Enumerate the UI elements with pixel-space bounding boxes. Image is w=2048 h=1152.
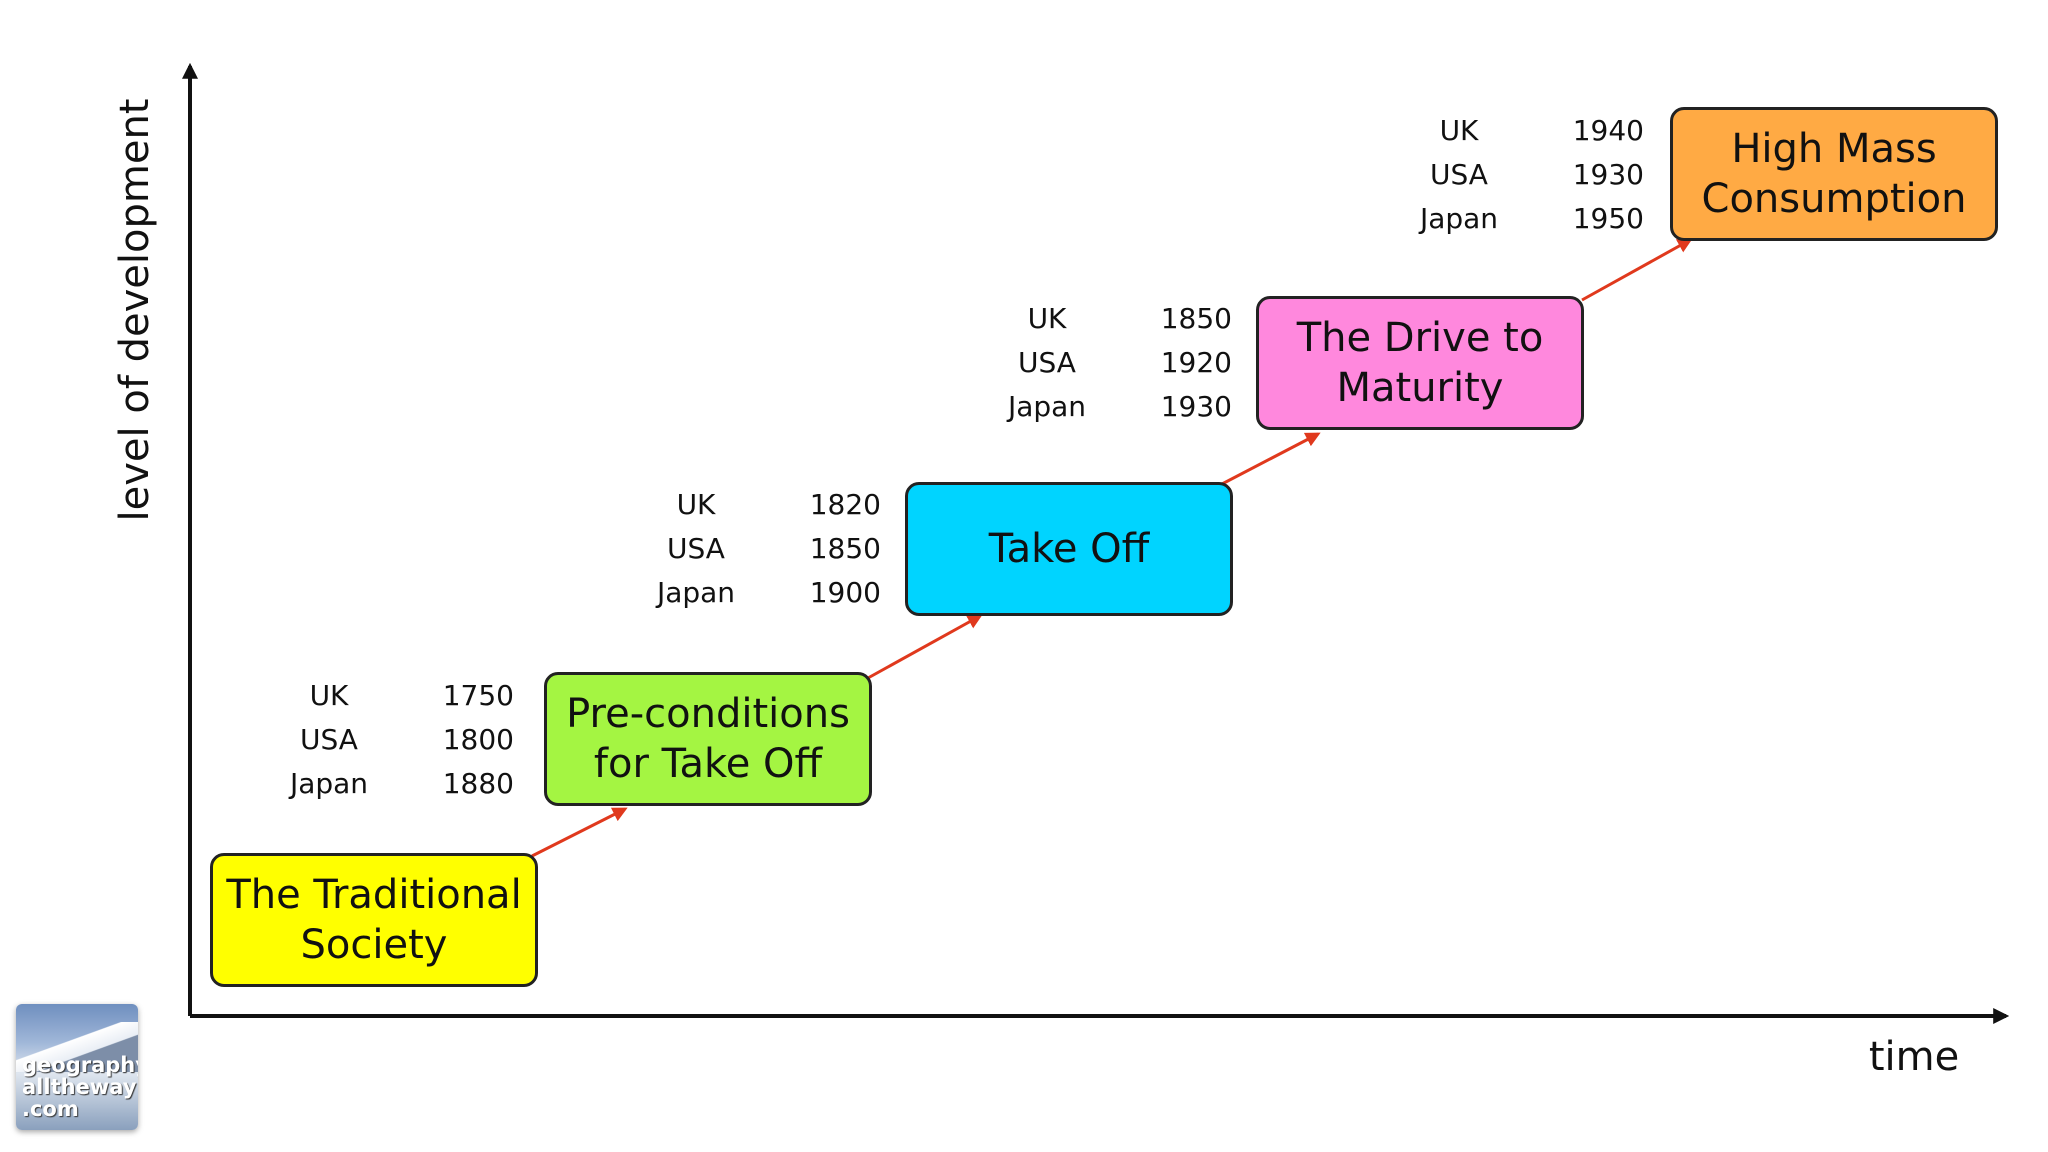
country-label: USA [1430, 158, 1488, 191]
date-row: Japan 1950 [1404, 202, 1644, 246]
date-row: USA 1850 [641, 532, 881, 576]
logo-text-line: alltheway [22, 1075, 137, 1099]
stage-label-line: Pre-conditions [566, 691, 850, 737]
year-label: 1950 [1572, 202, 1644, 235]
date-row: UK 1820 [641, 488, 881, 532]
logo-text-line: geography [22, 1053, 138, 1077]
year-label: 1880 [442, 767, 514, 800]
stage-take-off: Take Off [905, 482, 1233, 616]
connector-arrow-2 [867, 614, 983, 680]
stage-label-line: Maturity [1336, 365, 1504, 411]
mountain-icon [16, 1022, 138, 1072]
dates-take-off: UK 1850 USA 1920 Japan 1930 [992, 302, 1232, 434]
year-label: 1920 [1160, 346, 1232, 379]
date-row: UK 1940 [1404, 114, 1644, 158]
country-label: Japan [1007, 390, 1087, 423]
country-label: USA [667, 532, 725, 565]
date-row: Japan 1880 [274, 767, 514, 811]
stage-label-line: Consumption [1701, 176, 1967, 222]
stage-label-line: Society [300, 922, 448, 968]
dates-traditional-society: UK 1750 USA 1800 Japan 1880 [274, 679, 514, 811]
date-row: Japan 1930 [992, 390, 1232, 434]
connector-arrow-4 [1581, 238, 1693, 302]
year-label: 1820 [809, 488, 881, 521]
country-label: USA [1018, 346, 1076, 379]
country-label: UK [309, 679, 349, 712]
x-axis-label: time [1869, 1034, 1959, 1080]
y-axis-label: level of development [112, 99, 158, 522]
stage-preconditions: Pre-conditions for Take Off [544, 672, 872, 806]
date-row: USA 1930 [1404, 158, 1644, 202]
country-label: USA [300, 723, 358, 756]
country-label: UK [1439, 114, 1479, 147]
date-row: UK 1750 [274, 679, 514, 723]
country-label: Japan [289, 767, 369, 800]
year-label: 1930 [1160, 390, 1232, 423]
dates-preconditions: UK 1820 USA 1850 Japan 1900 [641, 488, 881, 620]
year-label: 1930 [1572, 158, 1644, 191]
date-row: USA 1920 [992, 346, 1232, 390]
year-label: 1800 [442, 723, 514, 756]
year-label: 1900 [809, 576, 881, 609]
geography-alltheway-logo: geography alltheway .com [16, 1004, 138, 1130]
country-label: Japan [1419, 202, 1499, 235]
country-label: Japan [656, 576, 736, 609]
logo-text-line: .com [22, 1097, 79, 1121]
connector-arrow-1 [531, 807, 628, 858]
date-row: USA 1800 [274, 723, 514, 767]
year-label: 1940 [1572, 114, 1644, 147]
stage-drive-to-maturity: The Drive to Maturity [1256, 296, 1584, 430]
stage-label-line: for Take Off [593, 741, 823, 787]
dates-drive-to-maturity: UK 1940 USA 1930 Japan 1950 [1404, 114, 1644, 246]
country-label: UK [1027, 302, 1067, 335]
date-row: Japan 1900 [641, 576, 881, 620]
country-label: UK [676, 488, 716, 521]
stage-high-mass-consumption: High Mass Consumption [1670, 107, 1998, 241]
stage-label-line: The Drive to [1296, 315, 1544, 361]
stage-traditional-society: The Traditional Society [210, 853, 538, 987]
stage-label-line: The Traditional [226, 872, 522, 918]
logo-text: geography alltheway .com [22, 1054, 138, 1120]
connector-arrow-3 [1221, 432, 1321, 486]
year-label: 1750 [442, 679, 514, 712]
year-label: 1850 [809, 532, 881, 565]
year-label: 1850 [1160, 302, 1232, 335]
date-row: UK 1850 [992, 302, 1232, 346]
stage-label-line: High Mass [1731, 126, 1937, 172]
stage-label-line: Take Off [988, 526, 1150, 572]
